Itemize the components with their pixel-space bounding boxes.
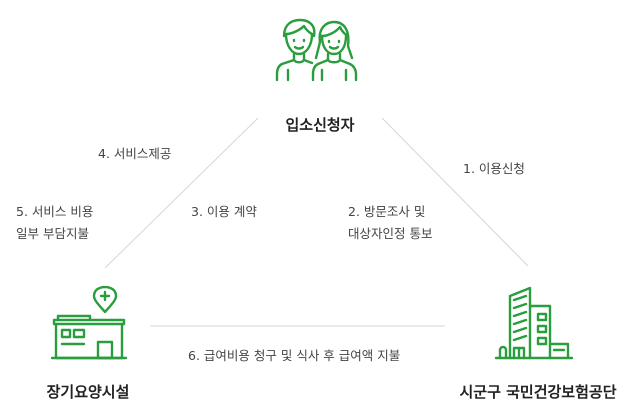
flow-step-2-line-1: 2. 방문조사 및 [348, 204, 426, 219]
flow-step-1-line-1: 1. 이용신청 [463, 161, 525, 176]
flow-step-2-line-2: 대상자인정 통보 [348, 226, 433, 241]
flow-step-3-line-1: 3. 이용 계약 [191, 204, 257, 219]
flow-step-2: 2. 방문조사 및 대상자인정 통보 [348, 201, 432, 245]
flow-step-6: 6. 급여비용 청구 및 식사 후 급여액 지불 [188, 345, 400, 367]
flow-step-3: 3. 이용 계약 [191, 201, 257, 223]
office-building-icon [494, 286, 574, 360]
node-agency-label: 시군구 국민건강보험공단 [459, 383, 617, 401]
node-facility-label: 장기요양시설 [46, 383, 130, 401]
flow-step-4-line-1: 4. 서비스제공 [98, 146, 172, 161]
connector-applicant-agency [381, 117, 529, 267]
flow-step-5-line-1: 5. 서비스 비용 [16, 204, 94, 219]
couple-icon [275, 18, 358, 82]
flow-step-4: 4. 서비스제공 [98, 143, 171, 165]
flow-step-5-line-2: 일부 부담지불 [16, 226, 89, 241]
flow-step-1: 1. 이용신청 [463, 158, 525, 180]
node-applicant-label: 입소신청자 [285, 116, 355, 134]
care-facility-icon [50, 286, 128, 360]
flow-step-6-line-1: 6. 급여비용 청구 및 식사 후 급여액 지불 [188, 348, 401, 363]
connector-applicant-facility [104, 117, 259, 269]
flow-step-5: 5. 서비스 비용 일부 부담지불 [16, 201, 93, 245]
